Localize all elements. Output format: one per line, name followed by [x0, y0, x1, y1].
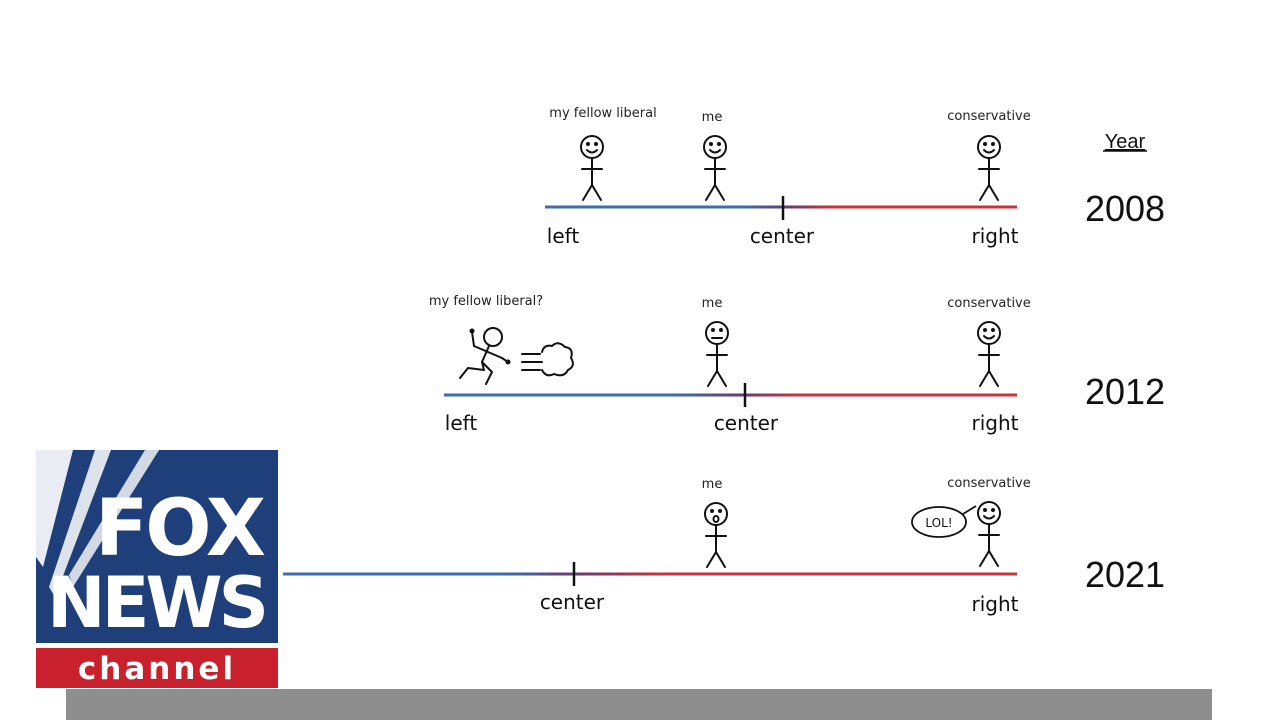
speech-bubble-text: LOL! [925, 516, 952, 530]
axis-center-label-2008: center [750, 224, 815, 248]
year-label-2008: 2008 [1085, 188, 1165, 229]
liberal-label-2008: my fellow liberal [549, 106, 656, 121]
conservative-label-2012: conservative [947, 296, 1031, 311]
row-2012: left center right 2012 my fellow liberal… [429, 294, 1165, 435]
axis-right-label-2012: right [972, 411, 1019, 435]
axis-right-label-2008: right [972, 224, 1019, 248]
logo-news-text: NEWS [47, 562, 265, 644]
year-header: Year [1105, 131, 1146, 153]
me-figure-2008 [703, 135, 727, 201]
speech-bubble: LOL! [911, 505, 977, 538]
liberal-label-2012: my fellow liberal? [429, 294, 543, 309]
conservative-label-2008: conservative [947, 109, 1031, 124]
row-2008: left center right 2008 my fellow liberal… [545, 106, 1165, 248]
me-label-2021: me [702, 477, 723, 492]
logo-channel-text: channel [78, 651, 236, 687]
fox-news-channel-logo: FOX NEWS channel [33, 447, 281, 691]
dust-cloud-icon [521, 342, 574, 377]
me-figure-2021 [704, 502, 728, 568]
conservative-label-2021: conservative [947, 476, 1031, 491]
bottom-bar [66, 689, 1212, 720]
me-figure-2012 [705, 321, 729, 387]
year-label-2012: 2012 [1085, 371, 1165, 412]
axis-center-label-2021: center [540, 590, 605, 614]
axis-left-label-2012: left [445, 411, 478, 435]
axis-right-label-2021: right [972, 592, 1019, 616]
row-2021: center right 2021 me conservative LOL! [283, 476, 1165, 616]
year-label-2021: 2021 [1085, 554, 1165, 595]
conservative-figure-2008 [977, 135, 1001, 201]
liberal-figure-2008 [580, 135, 604, 201]
axis-center-label-2012: center [714, 411, 779, 435]
conservative-figure-2012 [977, 321, 1001, 387]
conservative-figure-2021 [977, 501, 1001, 567]
me-label-2008: me [702, 110, 723, 125]
running-liberal-figure-2012 [459, 327, 511, 385]
axis-left-label-2008: left [547, 224, 580, 248]
me-label-2012: me [702, 296, 723, 311]
logo-fox-text: FOX [95, 484, 265, 574]
